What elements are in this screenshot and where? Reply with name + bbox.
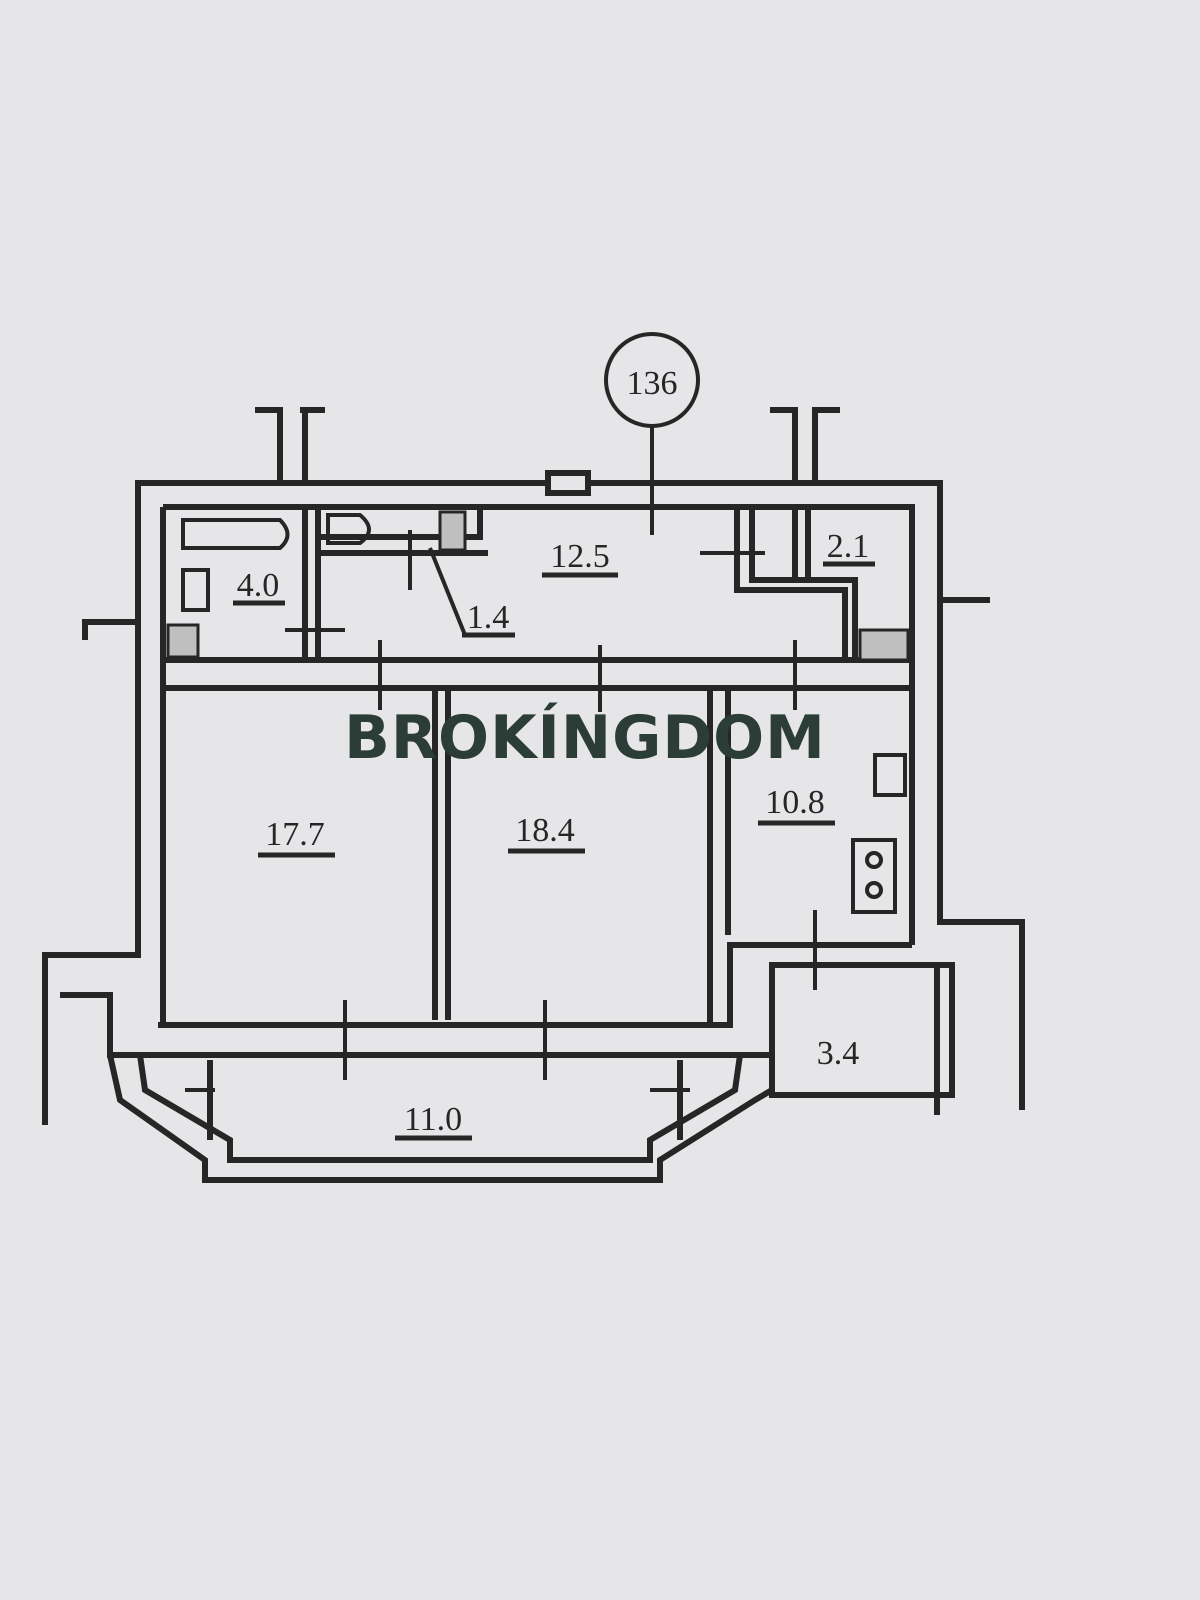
bathtub-icon <box>181 518 290 550</box>
area-balcony: 11.0 <box>404 1101 462 1138</box>
outer-walls <box>42 407 1025 1183</box>
area-room-middle: 18.4 <box>515 812 575 849</box>
area-storage: 3.4 <box>817 1035 860 1072</box>
area-toilet: 1.4 <box>467 599 510 636</box>
watermark-logo: BROKÍNGDOM <box>344 701 826 773</box>
apartment-number-marker: 136 <box>604 332 700 535</box>
fixtures <box>181 513 907 914</box>
kitchen-sink-icon <box>873 753 907 797</box>
toilet-icon <box>326 513 371 545</box>
inner-walls <box>160 507 915 1092</box>
apartment-number: 136 <box>627 365 678 402</box>
sink-icon <box>181 568 210 612</box>
area-kitchen: 10.8 <box>765 784 825 821</box>
area-hallway: 12.5 <box>550 538 610 575</box>
area-room-left: 17.7 <box>265 816 325 853</box>
area-closet: 2.1 <box>827 528 870 565</box>
stove-icon <box>851 838 897 914</box>
area-bathroom: 4.0 <box>237 567 280 604</box>
room-labels: 12.5 2.1 4.0 1.4 17.7 18.4 10.8 3.4 11.0 <box>233 528 875 1141</box>
